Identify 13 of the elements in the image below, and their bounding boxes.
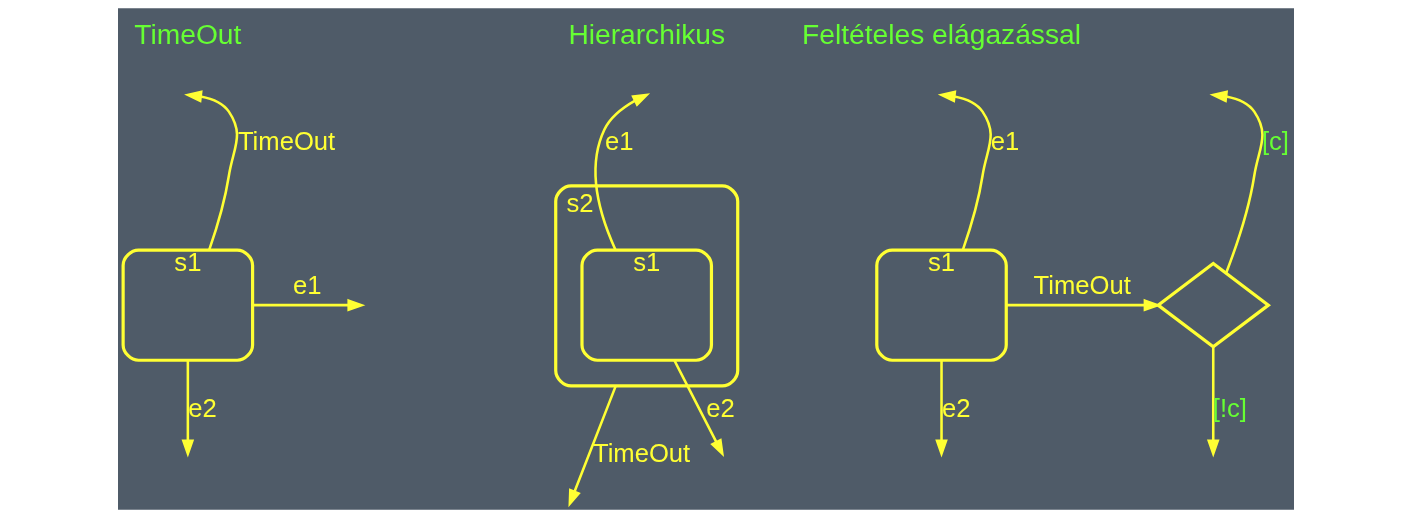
label: TimeOut	[134, 17, 242, 50]
edge-label: TimeOut	[1033, 270, 1131, 299]
label: Feltételes elágazással	[802, 17, 1081, 50]
edge-label: e2	[942, 393, 971, 422]
edge-label: TimeOut	[237, 127, 336, 156]
edge-label: e1	[292, 270, 322, 299]
edge-label: e2	[706, 393, 735, 422]
edge-label: e1	[990, 127, 1020, 156]
edge-label: TimeOut	[592, 438, 691, 467]
edge-label: e1	[604, 127, 634, 156]
edge-label: [c]	[1261, 127, 1289, 156]
edge-label: e2	[188, 393, 217, 422]
label: Hierarchikus	[568, 17, 726, 50]
